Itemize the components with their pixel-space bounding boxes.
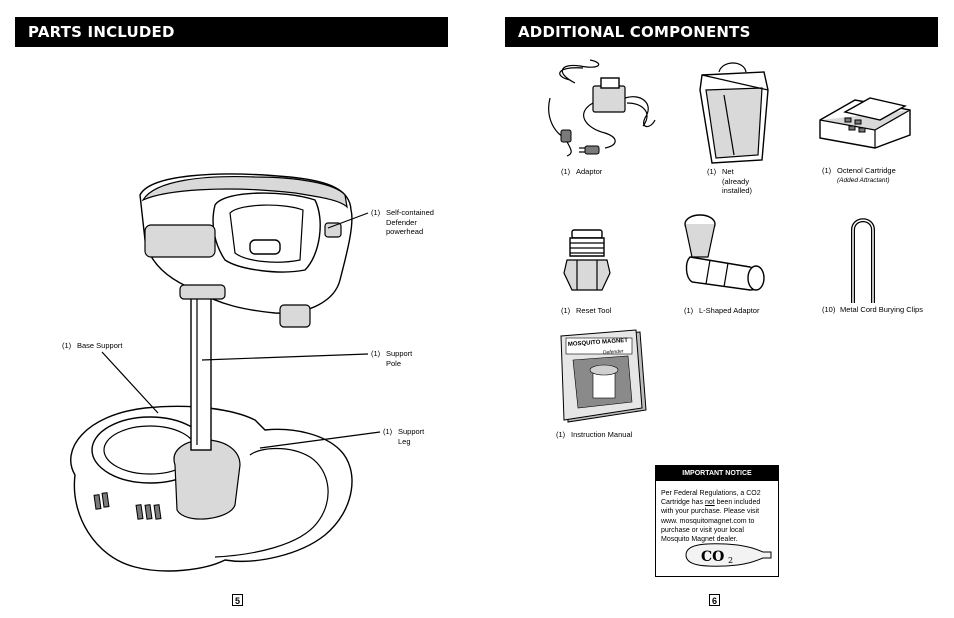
component-label-l-adaptor: (1)L-Shaped Adaptor <box>684 306 760 315</box>
component-label-adaptor: (1)Adaptor <box>561 167 603 176</box>
octenol-cartridge-illustration <box>819 97 911 149</box>
co2-cartridge-illustration: CO 2 <box>685 543 772 567</box>
part-label-support-pole: (1) Support Pole <box>371 349 413 368</box>
component-label-manual: (1)Instruction Manual <box>556 430 633 439</box>
part-label-powerhead: (1) Self-contained Defender powerhead <box>371 208 434 236</box>
component-label-reset-tool: (1)Reset Tool <box>561 306 612 315</box>
adaptor-illustration <box>548 59 656 157</box>
parts-included-header: PARTS INCLUDED <box>15 17 448 47</box>
defender-trap-illustration <box>70 173 353 572</box>
metal-clip-illustration <box>851 218 875 303</box>
l-shaped-adaptor-illustration <box>684 214 765 291</box>
net-illustration <box>699 62 769 164</box>
part-label-base-support: (1)Base Support <box>62 341 123 350</box>
co2-subscript: 2 <box>728 556 733 565</box>
component-label-clips: (10)Metal Cord Burying Clips <box>822 305 923 314</box>
notice-title: IMPORTANT NOTICE <box>656 466 778 481</box>
co2-label: CO <box>701 549 724 565</box>
manual-model: Defender <box>603 349 624 356</box>
component-label-octenol: (1)Octenol Cartridge (Added Attractant) <box>822 166 896 184</box>
part-label-support-leg: (1) Support Leg <box>383 427 425 446</box>
manual-brand: MOSQUITO MAGNET <box>568 338 629 348</box>
notice-text: Per Federal Regulations, a CO2 Cartridge… <box>661 490 761 544</box>
page-number-6: 6 <box>709 594 720 606</box>
instruction-manual-illustration: MOSQUITO MAGNET Defender <box>560 329 647 423</box>
component-label-net: (1) Net (already installed) <box>707 167 753 195</box>
important-notice-box: IMPORTANT NOTICE Per Federal Regulations… <box>655 465 779 577</box>
additional-components-header: ADDITIONAL COMPONENTS <box>505 17 938 47</box>
reset-tool-illustration <box>563 229 611 291</box>
page-number-5: 5 <box>232 594 243 606</box>
